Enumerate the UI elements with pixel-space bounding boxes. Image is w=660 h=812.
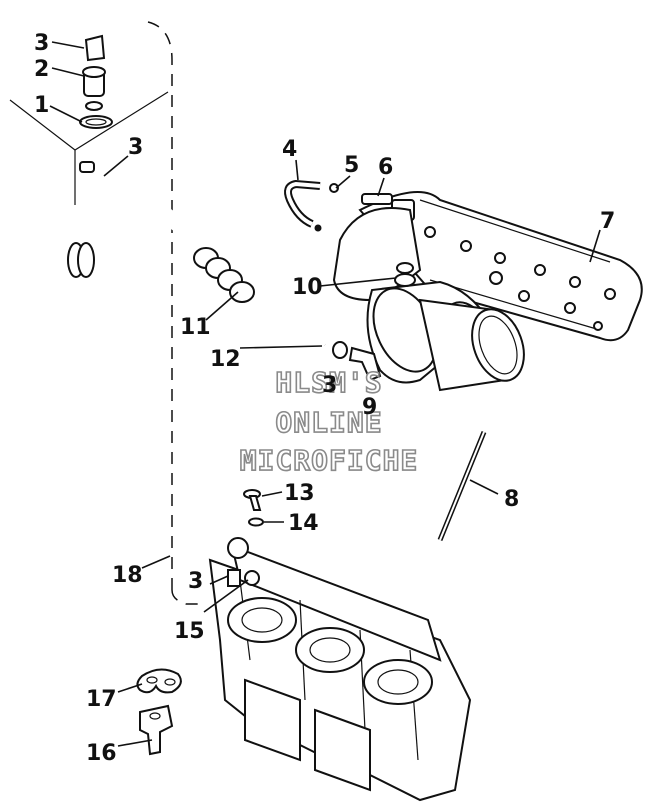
callout-7: 7: [600, 209, 615, 234]
main-hose: [79, 161, 326, 348]
o-ring-loose: [67, 242, 95, 278]
watermark: HLSM'S ONLINE MICROFICHE: [239, 365, 419, 478]
callout-10: 10: [292, 275, 323, 300]
watermark-line-3: MICROFICHE: [240, 444, 419, 477]
vent-hose-part: [284, 179, 339, 232]
stud-bolt-part: [437, 431, 487, 541]
fitting-part: [82, 66, 106, 111]
dashed-route-lines: [147, 21, 205, 605]
watermark-line-1: HLSM'S: [275, 366, 382, 399]
callout-11: 11: [180, 315, 211, 340]
callout-14: 14: [288, 511, 319, 536]
callout-3-hose: 3: [128, 135, 143, 160]
callout-2: 2: [34, 57, 49, 82]
callout-16: 16: [86, 741, 117, 766]
screw-washer-part: [243, 489, 264, 527]
gasket-part: [136, 668, 182, 694]
callout-1: 1: [34, 93, 49, 118]
elbow-fitting-part: [332, 341, 382, 382]
callout-13: 13: [284, 481, 315, 506]
leader-lines: [49, 41, 601, 747]
exhaust-manifold-part: [358, 191, 643, 342]
callout-6: 6: [378, 155, 393, 180]
callout-3-mid: 3: [322, 373, 337, 398]
clamp-ring-part: [79, 115, 113, 129]
cylinder-block-part: [208, 537, 472, 802]
callout-9: 9: [362, 395, 377, 420]
callout-18: 18: [112, 563, 143, 588]
corner-guide-lines: [9, 91, 169, 205]
callout-17: 17: [86, 687, 117, 712]
callout-4: 4: [282, 137, 297, 162]
callout-15: 15: [174, 619, 205, 644]
water-fitting-part: [139, 704, 174, 756]
callout-labels: 3 2 1 3 4 5 6 7 10 11 12 3 9 8 13 14 18 …: [34, 31, 615, 766]
exhaust-outlet-pipe: [332, 207, 525, 392]
hose-cap-part: [84, 34, 106, 62]
watermark-line-2: ONLINE: [275, 406, 382, 439]
callout-8: 8: [504, 487, 519, 512]
callout-3-bottom: 3: [188, 569, 203, 594]
callout-5: 5: [344, 153, 359, 178]
callout-3-top: 3: [34, 31, 49, 56]
callout-12: 12: [210, 347, 241, 372]
